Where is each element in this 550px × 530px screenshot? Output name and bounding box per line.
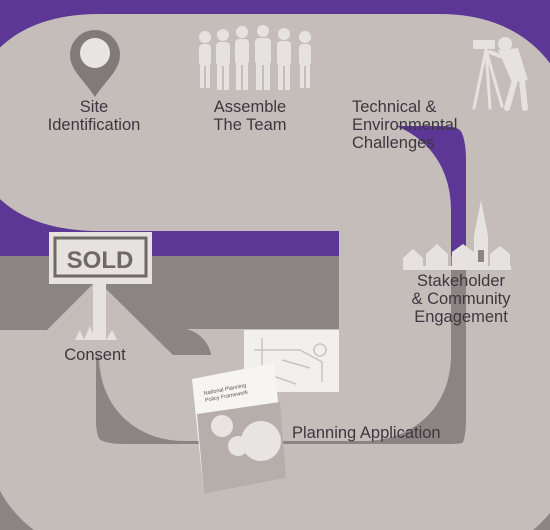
step-label-stakeholder-engagement: Stakeholder & Community Engagement <box>411 272 511 326</box>
document-icon: National PlanningPolicy Framework <box>192 363 286 494</box>
sold-sign-icon: SOLD <box>49 232 152 340</box>
sold-sign-text: SOLD <box>67 247 134 274</box>
step-label-assemble-team: Assemble The Team <box>213 98 287 134</box>
people-group-icon <box>199 25 311 90</box>
process-path <box>0 14 550 530</box>
surveyor-icon <box>472 37 528 111</box>
village-icon <box>403 200 511 270</box>
step-label-technical-environmental: Technical & Environmental Challenges <box>352 98 458 152</box>
step-label-planning-application: Planning Application <box>292 424 441 442</box>
step-label-site-identification: Site Identification <box>47 98 141 134</box>
step-label-consent: Consent <box>64 346 126 364</box>
map-pin-icon <box>70 30 120 98</box>
